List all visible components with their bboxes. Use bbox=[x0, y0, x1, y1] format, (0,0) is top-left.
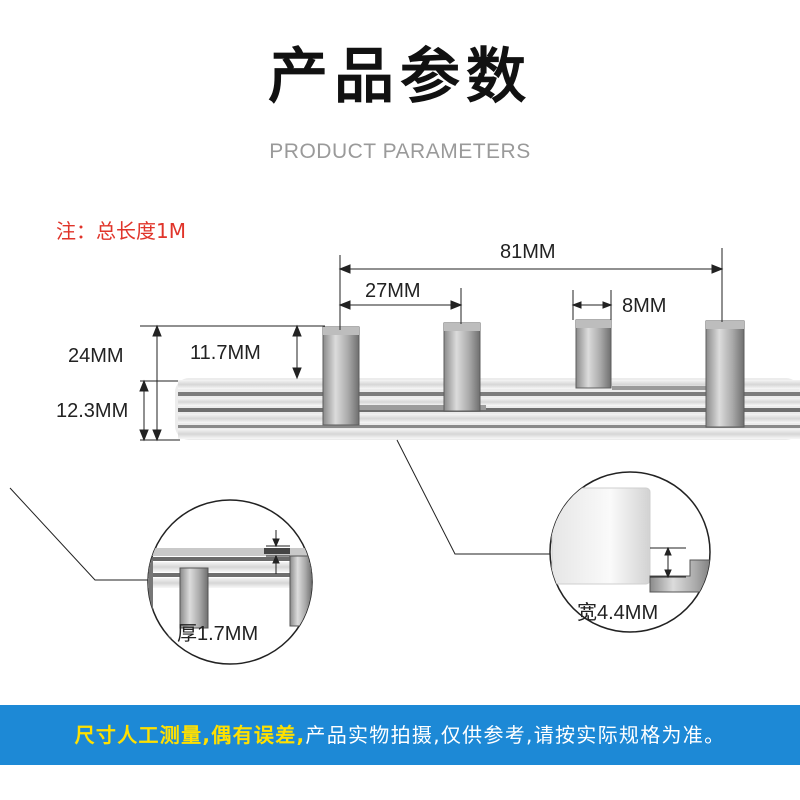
disclaimer-banner: 尺寸人工测量,偶有误差,产品实物拍摄,仅供参考,请按实际规格为准。 bbox=[0, 705, 800, 765]
busbar-pin-2 bbox=[443, 322, 481, 412]
dim-label-8mm: 8MM bbox=[622, 295, 667, 317]
busbar-pin-4 bbox=[705, 320, 745, 428]
dim-label-27mm: 27MM bbox=[365, 280, 421, 302]
dim-label-11-7mm: 11.7MM bbox=[190, 342, 261, 364]
busbar-pin-1 bbox=[322, 326, 360, 426]
dim-label-width: 宽4.4MM bbox=[577, 602, 659, 624]
disclaimer-rest: 产品实物拍摄,仅供参考,请按实际规格为准。 bbox=[305, 723, 726, 747]
length-note: 注：总长度1M bbox=[56, 219, 186, 243]
dim-label-24mm: 24MM bbox=[68, 345, 124, 367]
dimension-lines bbox=[9, 248, 724, 581]
width-zoom-circle bbox=[549, 471, 711, 633]
dim-label-81mm: 81MM bbox=[500, 241, 556, 263]
page-title: 产品参数 bbox=[268, 42, 532, 112]
busbar-pin-3 bbox=[575, 319, 612, 389]
disclaimer-text: 尺寸人工测量,偶有误差,产品实物拍摄,仅供参考,请按实际规格为准。 bbox=[0, 705, 800, 765]
disclaimer-highlight: 尺寸人工测量,偶有误差, bbox=[74, 723, 306, 747]
thickness-zoom-circle bbox=[147, 499, 313, 665]
dim-label-thickness: 厚1.7MM bbox=[177, 623, 259, 645]
dim-label-12-3mm: 12.3MM bbox=[56, 400, 129, 422]
page-subtitle: PRODUCT PARAMETERS bbox=[269, 140, 531, 163]
